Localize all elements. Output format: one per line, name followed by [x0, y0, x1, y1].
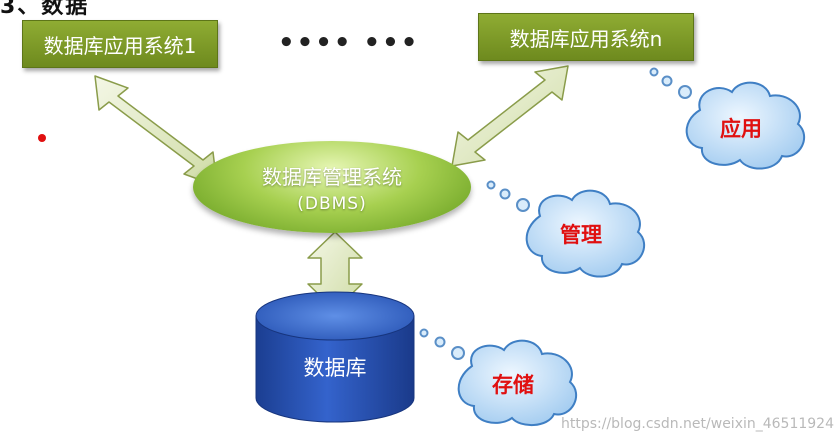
cloud-apply-label: 应用 — [720, 117, 762, 141]
bullet-dot — [38, 134, 46, 142]
cloud-apply — [685, 81, 805, 170]
app-system-n-label: 数据库应用系统n — [509, 26, 663, 51]
bubble-dots-manage — [486, 180, 530, 212]
bubble-dots-apply — [649, 67, 692, 99]
app-system-n-box: 数据库应用系统n — [478, 13, 694, 61]
heading-fragment: 3、数据 — [0, 0, 90, 19]
app-system-1-box: 数据库应用系统1 — [22, 20, 218, 68]
app-system-1-label: 数据库应用系统1 — [43, 33, 197, 58]
arrow-appn-dbms — [451, 65, 569, 167]
dbms-abbr: (DBMS) — [297, 193, 367, 214]
database-cylinder — [255, 291, 415, 423]
watermark: https://blog.csdn.net/weixin_46511924 — [560, 416, 834, 432]
dbms-name: 数据库管理系统 — [262, 164, 402, 189]
cloud-store-label: 存储 — [492, 373, 534, 397]
dbms-ellipse: 数据库管理系统 (DBMS) — [193, 141, 471, 233]
database-label: 数据库 — [303, 356, 367, 380]
cloud-manage — [525, 189, 645, 278]
ellipsis: •••• ••• — [278, 28, 420, 58]
arrow-app1-dbms — [94, 75, 218, 187]
bubble-dots-store — [419, 328, 465, 360]
cloud-store — [457, 339, 577, 426]
cloud-manage-label: 管理 — [560, 223, 602, 247]
